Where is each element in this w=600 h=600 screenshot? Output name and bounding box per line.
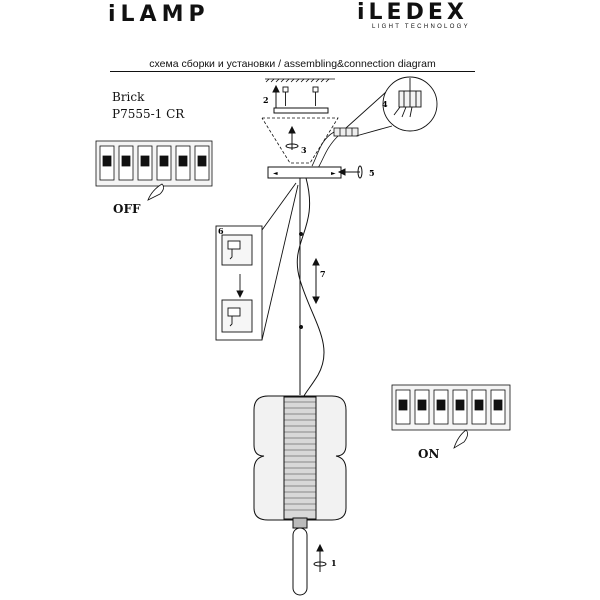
ceiling-screws <box>282 86 319 106</box>
step-number: 3 <box>301 145 307 155</box>
step-1-arrow <box>313 543 327 572</box>
step-number: 4 <box>382 99 388 109</box>
terminal-connector <box>311 127 359 169</box>
step-5-arrow <box>337 165 363 179</box>
bulb <box>292 517 308 596</box>
ceiling-hatch <box>265 78 335 83</box>
step-number: 6 <box>218 226 224 236</box>
connector-detail-inset <box>345 76 438 137</box>
switch-on-label: ON <box>418 447 440 461</box>
screw-glyph: ◄ <box>273 170 278 177</box>
suspension-cables <box>296 177 325 397</box>
canopy-outline <box>261 117 339 164</box>
mounting-plate <box>273 107 329 114</box>
product-name: Brick <box>112 90 145 104</box>
switch-off-label: OFF <box>113 202 141 216</box>
step-7-arrow <box>312 257 320 305</box>
step-number: 5 <box>369 168 375 178</box>
breaker-panel-off <box>95 140 213 201</box>
lamp-shade <box>253 395 347 521</box>
diagram-title: схема сборки и установки / assembling&co… <box>110 58 475 72</box>
screw-glyph: ► <box>331 170 336 177</box>
height-adjust-inset <box>215 182 299 341</box>
step-number: 7 <box>320 269 326 279</box>
brand-logo-ilamp: iLAMP <box>108 2 210 27</box>
breaker-panel-on <box>391 384 511 449</box>
step-2-arrow <box>272 84 280 108</box>
product-code: P7555-1 CR <box>112 107 185 121</box>
step-3-arrow <box>285 125 299 150</box>
brand-logo-iledex: iLEDEX <box>357 0 468 25</box>
step-number: 2 <box>263 95 269 105</box>
brand-tagline: LIGHT TECHNOLOGY <box>372 24 470 30</box>
step-number: 1 <box>331 558 337 568</box>
